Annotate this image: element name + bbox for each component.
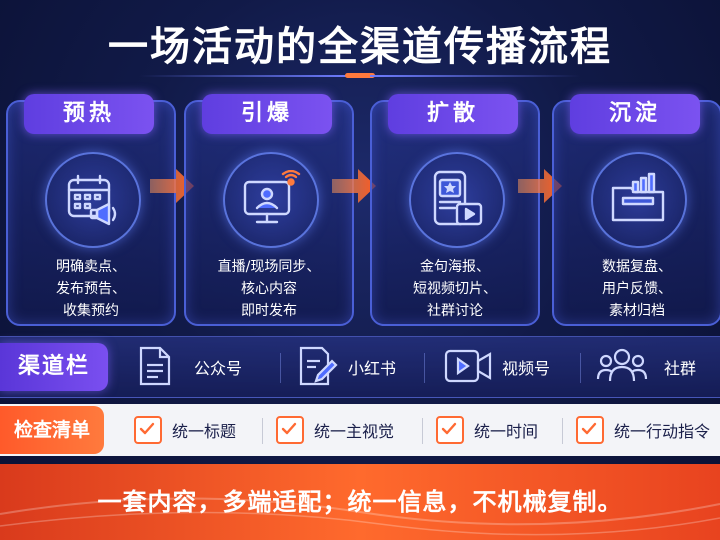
stage-title: 扩散	[388, 94, 518, 134]
channel-item-video-account: 视频号	[444, 345, 564, 389]
stage-card-preheat: 预热 明确卖点、发布预告、收集预约	[6, 94, 176, 326]
channel-item-wechat-official: 公众号	[138, 345, 258, 389]
checkbox-checked-icon	[576, 416, 604, 444]
stage-title: 引爆	[202, 94, 332, 134]
stage-title: 预热	[24, 94, 154, 134]
checklist-item: 统一标题	[134, 416, 254, 446]
divider	[262, 418, 263, 444]
stage-card-ignite: 引爆 直播/现场同步、核心内容即时发布	[184, 94, 354, 326]
checklist-item: 统一主视觉	[276, 416, 416, 446]
stage-title: 沉淀	[570, 94, 700, 134]
checklist-bar: 检查清单 统一标题 统一主视觉 统一时间 统一行动指令	[0, 404, 720, 456]
folder-chart-icon	[591, 152, 687, 248]
checklist-item: 统一行动指令	[576, 416, 716, 446]
page-title: 一场活动的全渠道传播流程	[108, 24, 612, 70]
slogan-text: 一套内容，多端适配；统一信息，不机械复制。	[97, 488, 623, 516]
wave-decoration	[0, 497, 720, 536]
title-decoration	[0, 73, 720, 79]
stage-description: 数据复盘、用户反馈、素材归档	[602, 259, 672, 319]
divider	[562, 418, 563, 444]
group-icon	[596, 348, 648, 382]
channel-bar-label: 渠道栏	[0, 343, 108, 391]
live-broadcast-icon	[223, 152, 319, 248]
divider	[280, 353, 281, 383]
checkbox-checked-icon	[436, 416, 464, 444]
channel-bar: 渠道栏 公众号 小红书 视频号 社群	[0, 336, 720, 398]
checkbox-checked-icon	[276, 416, 304, 444]
stage-card-settle: 沉淀 数据复盘、用户反馈、素材归档	[552, 94, 720, 326]
video-play-icon	[444, 349, 492, 383]
arrow-right-icon	[332, 169, 376, 203]
arrow-right-icon	[150, 169, 194, 203]
stage-description: 明确卖点、发布预告、收集预约	[56, 259, 126, 319]
checklist-label: 检查清单	[0, 406, 104, 454]
channel-item-community: 社群	[596, 345, 712, 389]
stage-description: 金句海报、短视频切片、社群讨论	[413, 259, 497, 319]
document-icon	[139, 346, 171, 386]
checkbox-checked-icon	[134, 416, 162, 444]
arrow-right-icon	[518, 169, 562, 203]
stage-description: 直播/现场同步、核心内容即时发布	[217, 259, 321, 319]
slogan-banner: 一套内容，多端适配；统一信息，不机械复制。	[0, 464, 720, 540]
checklist-item: 统一时间	[436, 416, 560, 446]
note-pen-icon	[299, 346, 338, 386]
divider	[580, 353, 581, 383]
divider	[424, 353, 425, 383]
stage-card-spread: 扩散 金句海报、短视频切片、社群讨论	[370, 94, 540, 326]
calendar-megaphone-icon	[45, 152, 141, 248]
divider	[422, 418, 423, 444]
channel-item-xiaohongshu: 小红书	[298, 345, 408, 389]
phone-video-icon	[409, 152, 505, 248]
